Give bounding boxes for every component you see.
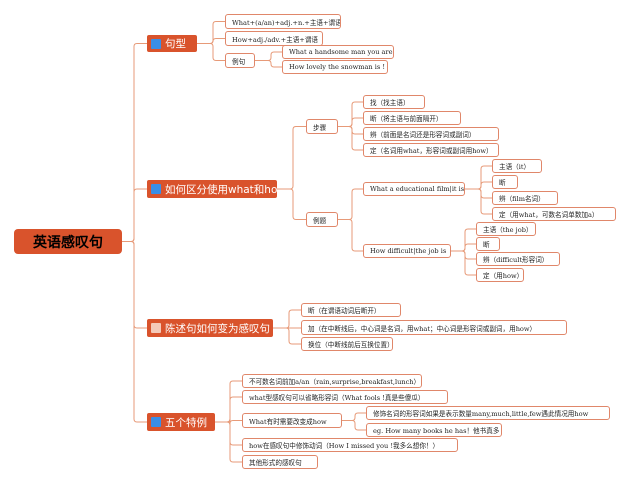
- exception-how-verb[interactable]: how在感叹句中修饰动词（How I missed you !我多么想你！）: [242, 438, 458, 452]
- home-icon: [151, 323, 161, 333]
- exception-what-to-how[interactable]: What有时需要改变成how: [242, 413, 342, 428]
- connector-line: [465, 188, 492, 199]
- ex2-break[interactable]: 断: [476, 237, 500, 251]
- connector-line: [277, 188, 306, 220]
- ex1-decide[interactable]: 定（用what，可数名词单数加a）: [492, 207, 616, 221]
- steps-node[interactable]: 步骤: [306, 119, 338, 134]
- connector-line: [122, 241, 147, 423]
- home-icon: [151, 417, 161, 427]
- connector-line: [277, 126, 306, 190]
- connector-line: [338, 117, 363, 127]
- connector-line: [197, 21, 225, 44]
- exception-uncountable[interactable]: 不可数名词前加a/an（rain,surprise,breakfast,lunc…: [242, 374, 422, 388]
- branch-label: 如何区分使用what和how: [165, 183, 277, 196]
- exception-other-forms[interactable]: 其他形式的感叹句: [242, 455, 318, 469]
- connector-line: [451, 228, 476, 252]
- connector-line: [122, 188, 147, 242]
- connector-line: [197, 43, 225, 61]
- connector-line: [342, 412, 366, 421]
- branch-distinguish-what-how[interactable]: 如何区分使用what和how: [147, 180, 277, 198]
- connector-line: [215, 380, 242, 423]
- ex2-identify[interactable]: 辨（difficult形容词）: [476, 252, 560, 266]
- square-icon: [151, 184, 161, 194]
- connector-line: [338, 126, 363, 135]
- root-topic[interactable]: 英语感叹句: [14, 229, 122, 254]
- connector-line: [465, 181, 492, 190]
- branch-convert-statement[interactable]: 陈述句如何变为感叹句: [147, 319, 273, 337]
- step-decide[interactable]: 定（名词用what，形容词或副词用how）: [363, 143, 499, 157]
- example-how[interactable]: How lovely the snowman is !: [282, 60, 388, 74]
- branch-five-exceptions[interactable]: 五个特例: [147, 413, 215, 431]
- ex2-decide[interactable]: 定（用how）: [476, 268, 524, 282]
- step-break[interactable]: 断（将主语与前面隔开）: [363, 111, 461, 125]
- connector-line: [215, 421, 242, 446]
- connector-line: [338, 101, 363, 127]
- connector-line: [273, 309, 301, 329]
- connector-line: [338, 188, 363, 220]
- branch-label: 陈述句如何变为感叹句: [165, 322, 270, 335]
- connector-line: [255, 60, 282, 68]
- connector-line: [197, 38, 225, 44]
- connector-line: [215, 421, 242, 463]
- ex1-subject[interactable]: 主语（it）: [492, 159, 542, 173]
- step-identify[interactable]: 辨（前面是名词还是形容词或副词）: [363, 127, 499, 141]
- connector-line: [342, 420, 366, 431]
- pattern-what[interactable]: What+(a/an)+adj.+n.+主语+谓语: [225, 14, 341, 29]
- ex1-break[interactable]: 断: [492, 175, 518, 189]
- branch-label: 句型: [165, 38, 186, 50]
- connector-line: [215, 396, 242, 423]
- convert-break[interactable]: 断（在谓语动词后断开）: [301, 303, 401, 317]
- connector-line: [451, 250, 476, 276]
- branch-label: 五个特例: [165, 416, 207, 429]
- quantity-adjective-rule[interactable]: 修饰名词的形容词如果是表示数量many,much,little,few遇此情况用…: [366, 406, 610, 420]
- branch-sentence-patterns[interactable]: 句型: [147, 35, 197, 52]
- step-find[interactable]: 找（找主语）: [363, 95, 425, 109]
- ex1-identify[interactable]: 辨（film名词）: [492, 191, 558, 205]
- example-what[interactable]: What a handsome man you are !: [282, 45, 394, 59]
- pattern-how[interactable]: How+adj./adv.+主语+谓语: [225, 31, 323, 46]
- examples-node[interactable]: 例句: [225, 53, 255, 68]
- connector-line: [451, 250, 476, 260]
- how-many-example[interactable]: eg. How many books he has！他书真多: [366, 423, 502, 437]
- connector-line: [255, 51, 282, 61]
- connector-line: [273, 327, 301, 345]
- ex2-subject[interactable]: 主语（the job）: [476, 222, 536, 236]
- convert-add[interactable]: 加（在中断线后，中心词是名词，用what；中心词是形容词或副词，用how）: [301, 320, 567, 335]
- connector-line: [465, 165, 492, 190]
- exercises-node[interactable]: 例题: [306, 212, 338, 227]
- convert-swap[interactable]: 换位（中断线前后互换位置）: [301, 337, 393, 351]
- exercise-how[interactable]: How difficult|the job is: [363, 244, 451, 258]
- connector-line: [338, 219, 363, 252]
- square-icon: [151, 38, 161, 49]
- exercise-what[interactable]: What a educational film|it is: [363, 182, 465, 196]
- connector-line: [465, 188, 492, 215]
- connector-line: [338, 126, 363, 151]
- connector-line: [451, 243, 476, 252]
- exception-omit-adjective[interactable]: what型感叹句可以省略形容词（What fools !真是些傻瓜）: [242, 390, 448, 404]
